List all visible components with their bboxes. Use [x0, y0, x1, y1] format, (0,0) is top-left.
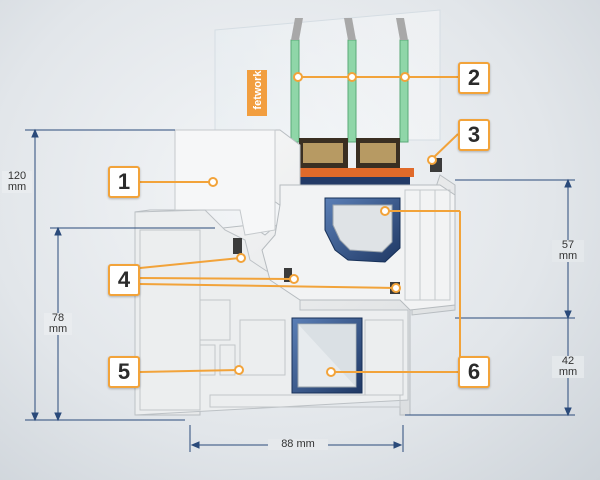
dim-sash-lower-unit: mm [558, 366, 578, 378]
logo-badge [247, 70, 267, 116]
brand-logo: fetwork [252, 70, 264, 110]
dim-sash-upper-value: 57 [561, 239, 575, 251]
dim-total-height-value: 120 [7, 170, 27, 182]
dim-total-height: 120 mm [2, 171, 32, 193]
dim-sash-lower-value: 42 [561, 355, 575, 367]
callout-5: 5 [108, 356, 140, 388]
dim-total-height-unit: mm [7, 181, 27, 193]
dim-frame-height: 78 mm [44, 313, 72, 335]
leader-lines [139, 76, 461, 373]
dim-frame-height-unit: mm [48, 323, 68, 335]
dimension-lines [25, 128, 575, 452]
callout-3: 3 [458, 119, 490, 151]
leader-dots [208, 72, 437, 377]
callout-4: 4 [108, 264, 140, 296]
dim-sash-upper-unit: mm [558, 250, 578, 262]
callout-1: 1 [108, 166, 140, 198]
dim-sash-upper: 57 mm [552, 240, 584, 262]
reinforcement-lower [291, 317, 363, 394]
callout-6: 6 [458, 356, 490, 388]
dim-sash-lower: 42 mm [552, 356, 584, 378]
glass-unit [214, 9, 441, 185]
callout-2: 2 [458, 62, 490, 94]
dim-width: 88 mm [268, 439, 328, 450]
dim-frame-height-value: 78 [51, 312, 65, 324]
frame-chambers [139, 229, 404, 411]
